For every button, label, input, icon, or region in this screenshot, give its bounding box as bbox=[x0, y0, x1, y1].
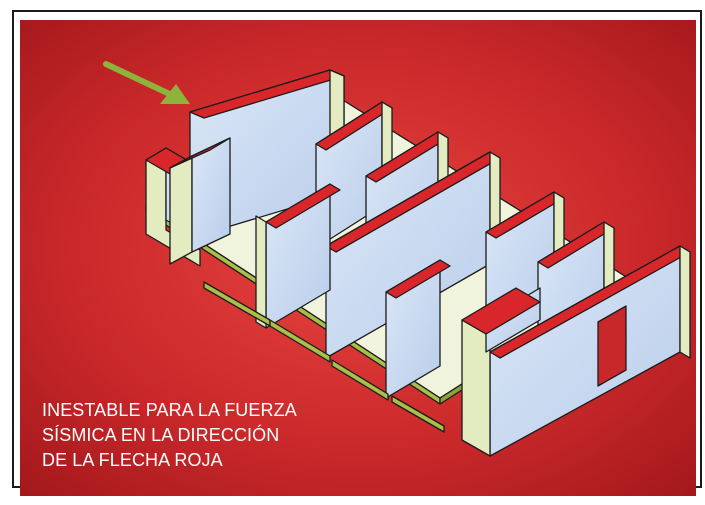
floor-strip-2 bbox=[269, 319, 331, 363]
front-partition-left-end bbox=[255, 215, 267, 329]
arrow-icon bbox=[103, 61, 190, 104]
left-u-return bbox=[169, 155, 193, 265]
caption-line-1: INESTABLE PARA LA FUERZA bbox=[42, 400, 297, 420]
right-end-wall-top bbox=[461, 287, 541, 335]
slide-background bbox=[20, 20, 696, 496]
door-opening bbox=[597, 305, 627, 387]
front-right-end bbox=[679, 245, 691, 359]
caption-line-2: SÍSMICA EN LA DIRECCIÓN bbox=[42, 425, 280, 445]
left-u-return-top bbox=[169, 137, 231, 169]
floor-strip-3 bbox=[331, 359, 389, 401]
front-partition-middle-top bbox=[385, 259, 451, 299]
floor-strip-4 bbox=[391, 395, 445, 433]
building-isometric-diagram bbox=[145, 69, 691, 457]
front-partition-left-top bbox=[265, 183, 341, 229]
caption-line-3: DE LA FLECHA ROJA bbox=[42, 450, 223, 470]
caption-text: INESTABLE PARA LA FUERZA SÍSMICA EN LA D… bbox=[42, 398, 362, 473]
